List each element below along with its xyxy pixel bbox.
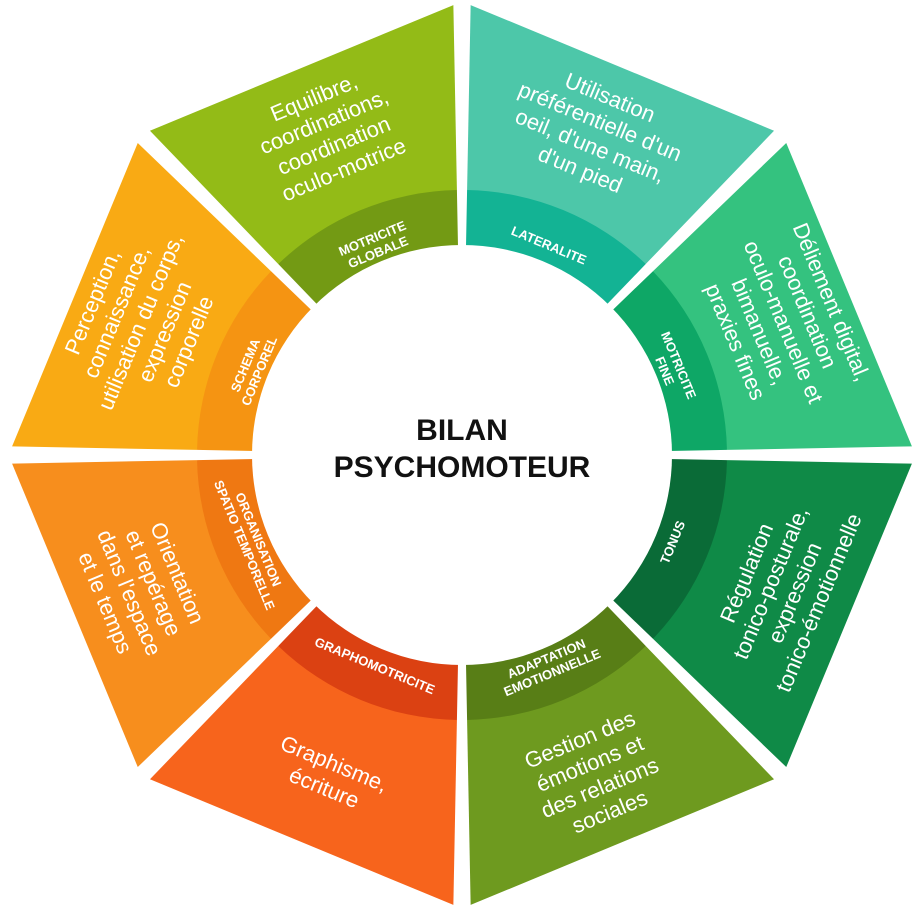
segment-band-schema-corporel bbox=[197, 271, 333, 452]
segment-band-motricite-fine bbox=[591, 271, 727, 452]
segment-outer-organisation-spatio-temporelle bbox=[12, 460, 272, 768]
segment-band-tonus bbox=[591, 458, 727, 639]
segment-band-graphomotricite bbox=[278, 584, 459, 720]
segment-band-motricite-globale bbox=[278, 190, 459, 326]
segment-band-organisation-spatio-temporelle bbox=[197, 458, 333, 639]
segment-motricite-globale: MOTRICITEGLOBALEEquilibre,coordinations,… bbox=[149, 5, 459, 326]
center-title-line-2: PSYCHOMOTEUR bbox=[334, 451, 591, 484]
segment-outer-motricite-fine bbox=[652, 142, 912, 450]
segment-band-adaptation-emotionnelle bbox=[465, 584, 646, 720]
segment-outer-schema-corporel bbox=[12, 142, 272, 450]
segment-outer-adaptation-emotionnelle bbox=[467, 645, 775, 905]
segment-outer-lateralite bbox=[467, 5, 775, 265]
segment-outer-graphomotricite bbox=[149, 645, 457, 905]
segment-schema-corporel: SCHEMACORPORELPerception,connaissance,ut… bbox=[12, 142, 333, 452]
segment-band-lateralite bbox=[465, 190, 646, 326]
center-layer: BILAN PSYCHOMOTEUR bbox=[252, 245, 672, 665]
center-title-line-1: BILAN bbox=[416, 414, 508, 447]
segment-outer-tonus bbox=[652, 460, 912, 768]
segment-outer-motricite-globale bbox=[149, 5, 457, 265]
center-circle bbox=[252, 245, 672, 665]
